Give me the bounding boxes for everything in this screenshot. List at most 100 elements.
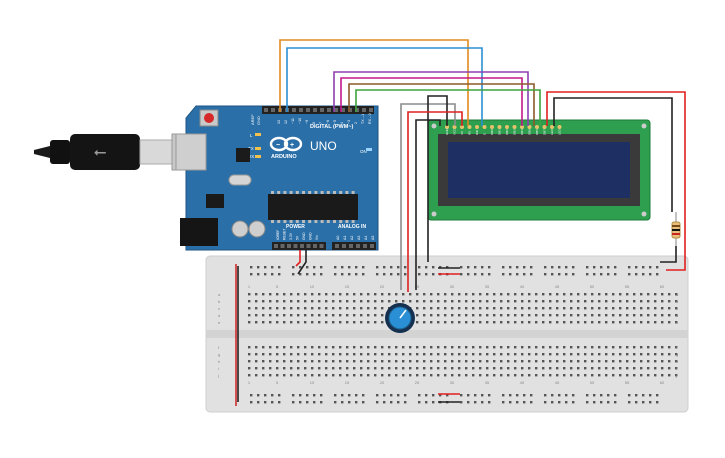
row-letter: h bbox=[676, 359, 678, 364]
row-letter: e bbox=[218, 320, 221, 325]
digital-pin-label: TX→1 bbox=[361, 114, 365, 124]
lcd-pin[interactable] bbox=[542, 125, 547, 129]
analog-pin-label: A3 bbox=[357, 236, 361, 240]
column-number: 10 bbox=[310, 380, 315, 385]
lcd-pin[interactable] bbox=[497, 125, 502, 129]
lcd-pin[interactable] bbox=[475, 125, 479, 129]
row-letter: c bbox=[218, 306, 220, 311]
row-letter: f bbox=[218, 345, 220, 350]
digital-pin-label: ~11 bbox=[291, 118, 295, 124]
l-label: L bbox=[250, 133, 253, 138]
lcd-pin[interactable] bbox=[460, 125, 464, 129]
lcd-pin[interactable] bbox=[512, 125, 517, 129]
column-number: 35 bbox=[485, 380, 490, 385]
column-number: 55 bbox=[625, 380, 630, 385]
wires bbox=[237, 39, 686, 403]
lcd-pin[interactable] bbox=[490, 125, 494, 129]
lcd-pin-label: GND bbox=[445, 128, 449, 136]
column-number: 60 bbox=[660, 284, 665, 289]
lcd-pin[interactable] bbox=[535, 125, 539, 129]
model-label: UNO bbox=[310, 139, 337, 153]
row-letter: b bbox=[676, 299, 679, 304]
breadboard: 1155101015152020252530303535404045455050… bbox=[205, 255, 689, 413]
analog-pin-label: A5 bbox=[371, 236, 375, 240]
row-letter: a bbox=[676, 292, 679, 297]
column-number: 50 bbox=[590, 380, 595, 385]
lcd-pin[interactable] bbox=[445, 125, 449, 129]
column-number: 25 bbox=[415, 284, 420, 289]
column-number: 50 bbox=[590, 284, 595, 289]
digital-pin-label: 4 bbox=[340, 122, 344, 124]
tx-label: TX bbox=[248, 146, 254, 151]
analog-header bbox=[332, 242, 376, 250]
analog-label: ANALOG IN bbox=[338, 224, 366, 230]
row-letter: c bbox=[676, 306, 678, 311]
svg-text:−: − bbox=[276, 142, 280, 149]
row-letter: f bbox=[676, 345, 678, 350]
digital-pin-label: 8 bbox=[312, 122, 316, 124]
lcd-pin-label: DB6 bbox=[535, 129, 539, 135]
column-number: 20 bbox=[380, 380, 385, 385]
column-number: 30 bbox=[450, 380, 455, 385]
digital-pin-label: 13 bbox=[277, 120, 281, 124]
svg-text:+: + bbox=[290, 142, 294, 149]
column-number: 15 bbox=[345, 284, 350, 289]
arduino-logo: − + bbox=[269, 136, 303, 152]
column-number: 55 bbox=[625, 284, 630, 289]
power-pin-label: IOREF bbox=[276, 230, 280, 240]
analog-pin-label: A2 bbox=[350, 236, 354, 240]
row-letter: g bbox=[676, 352, 678, 357]
column-number: 25 bbox=[415, 380, 420, 385]
power-pin-label: Vin bbox=[315, 235, 319, 240]
column-number: 40 bbox=[520, 284, 525, 289]
lcd-pin[interactable] bbox=[520, 125, 524, 129]
row-letter: g bbox=[218, 352, 220, 357]
lcd-pin[interactable] bbox=[557, 125, 562, 129]
svg-text:⭠: ⭠ bbox=[94, 144, 107, 161]
atmega-chip bbox=[268, 194, 358, 220]
lcd-pin-label: DB4 bbox=[520, 129, 524, 135]
aref-label: AREF bbox=[250, 114, 255, 125]
column-number: 40 bbox=[520, 380, 525, 385]
lcd-pin[interactable] bbox=[482, 125, 487, 129]
digital-pin-label: ~10 bbox=[298, 118, 302, 124]
brand-label: ARDUINO bbox=[271, 154, 297, 160]
on-label: ON bbox=[360, 149, 367, 154]
column-number: 5 bbox=[276, 284, 279, 289]
digital-pin-label: ~5 bbox=[333, 120, 337, 124]
lcd-pin-label: DB0 bbox=[490, 129, 494, 135]
lcd-pin[interactable] bbox=[550, 125, 554, 129]
column-number: 15 bbox=[345, 380, 350, 385]
potentiometer[interactable] bbox=[385, 303, 415, 333]
power-pin-label: RESET bbox=[283, 229, 287, 240]
power-pin-label: 3.3V bbox=[289, 232, 293, 240]
column-number: 30 bbox=[450, 284, 455, 289]
column-number: 1 bbox=[248, 380, 251, 385]
lcd-pin-label: DB2 bbox=[505, 129, 509, 135]
digital-pin-label: ~3 bbox=[347, 120, 351, 124]
digital-pin-label: ~9 bbox=[305, 120, 309, 124]
lcd-pin-label: E bbox=[483, 133, 487, 135]
analog-pin-label: A4 bbox=[364, 236, 368, 240]
row-letter: b bbox=[218, 299, 221, 304]
lcd-pin-label: RS bbox=[468, 131, 472, 135]
digital-header bbox=[262, 106, 374, 114]
analog-pin-label: A1 bbox=[343, 236, 347, 240]
power-pin-label: GND bbox=[302, 232, 306, 240]
power-pin-label: 5V bbox=[296, 235, 300, 240]
gnd-label: GND bbox=[256, 116, 261, 125]
power-header bbox=[272, 242, 326, 250]
power-jack bbox=[180, 218, 218, 246]
arduino-board: AREF GND DIGITAL (PWM~) − + ARDUINO UNO … bbox=[175, 105, 379, 251]
column-number: 1 bbox=[248, 284, 251, 289]
column-number: 45 bbox=[555, 380, 560, 385]
lcd-pin[interactable] bbox=[505, 125, 509, 129]
row-letter: d bbox=[218, 313, 220, 318]
digital-pin-label: 7 bbox=[319, 122, 323, 124]
column-number: 60 bbox=[660, 380, 665, 385]
power-label: POWER bbox=[286, 224, 305, 230]
lcd-pin-label: DB3 bbox=[513, 129, 517, 135]
lcd-pin-label: LED bbox=[558, 128, 562, 135]
resistor bbox=[671, 212, 681, 246]
